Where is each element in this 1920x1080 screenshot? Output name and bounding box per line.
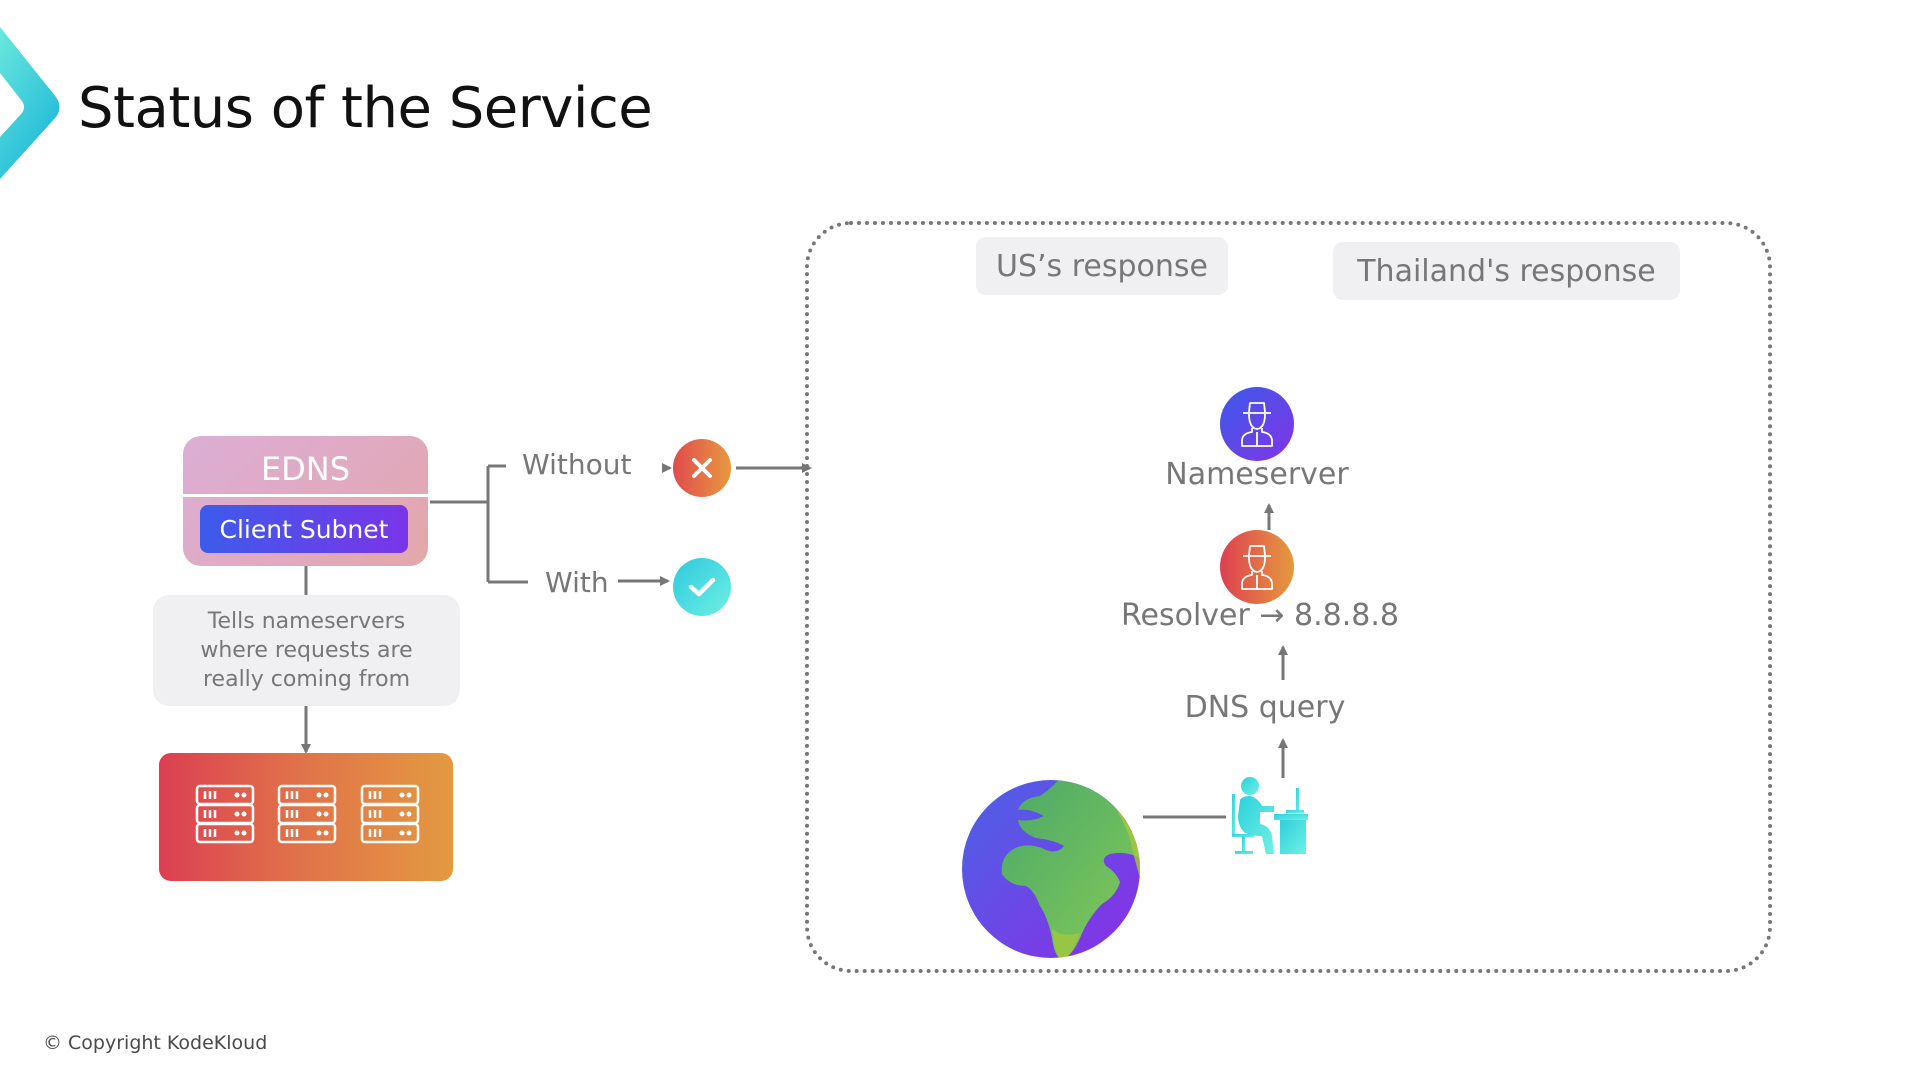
chevron-logo-icon <box>0 27 60 179</box>
thailand-response-label: Thailand's response <box>1333 242 1680 300</box>
edns-description: Tells nameservers where requests are rea… <box>153 595 460 706</box>
edns-title: EDNS <box>260 450 351 488</box>
server-rack-icon <box>277 784 337 844</box>
resolver-node <box>1220 530 1294 604</box>
resolver-label: Resolver → 8.8.8.8 <box>1121 598 1399 633</box>
without-label: Without <box>522 448 632 481</box>
x-icon <box>692 458 712 478</box>
copyright-text: © Copyright KodeKloud <box>43 1032 268 1054</box>
edns-card: EDNS Client Subnet <box>183 436 428 566</box>
description-line: really coming from <box>202 667 410 692</box>
edns-divider <box>183 494 428 497</box>
us-response-label: US’s response <box>976 237 1228 295</box>
nameserver-label: Nameserver <box>1165 457 1349 492</box>
with-label: With <box>545 566 609 599</box>
description-line: where requests are <box>200 638 413 663</box>
server-rack-icon <box>360 784 420 844</box>
globe-icon <box>962 780 1140 958</box>
description-line: Tells nameservers <box>207 609 406 634</box>
nameserver-node <box>1220 387 1294 461</box>
spy-agent-icon <box>1241 402 1273 447</box>
dns-query-label: DNS query <box>1184 690 1346 725</box>
success-status-badge <box>673 558 731 616</box>
page-title: Status of the Service <box>78 76 653 141</box>
spy-agent-icon <box>1241 545 1273 590</box>
check-icon <box>688 577 716 597</box>
fail-status-badge <box>673 439 731 497</box>
response-panel <box>805 221 1772 973</box>
servers-box <box>159 753 453 881</box>
client-subnet-badge: Client Subnet <box>200 505 408 553</box>
person-at-computer-icon <box>1232 777 1308 854</box>
server-rack-icon <box>195 784 255 844</box>
